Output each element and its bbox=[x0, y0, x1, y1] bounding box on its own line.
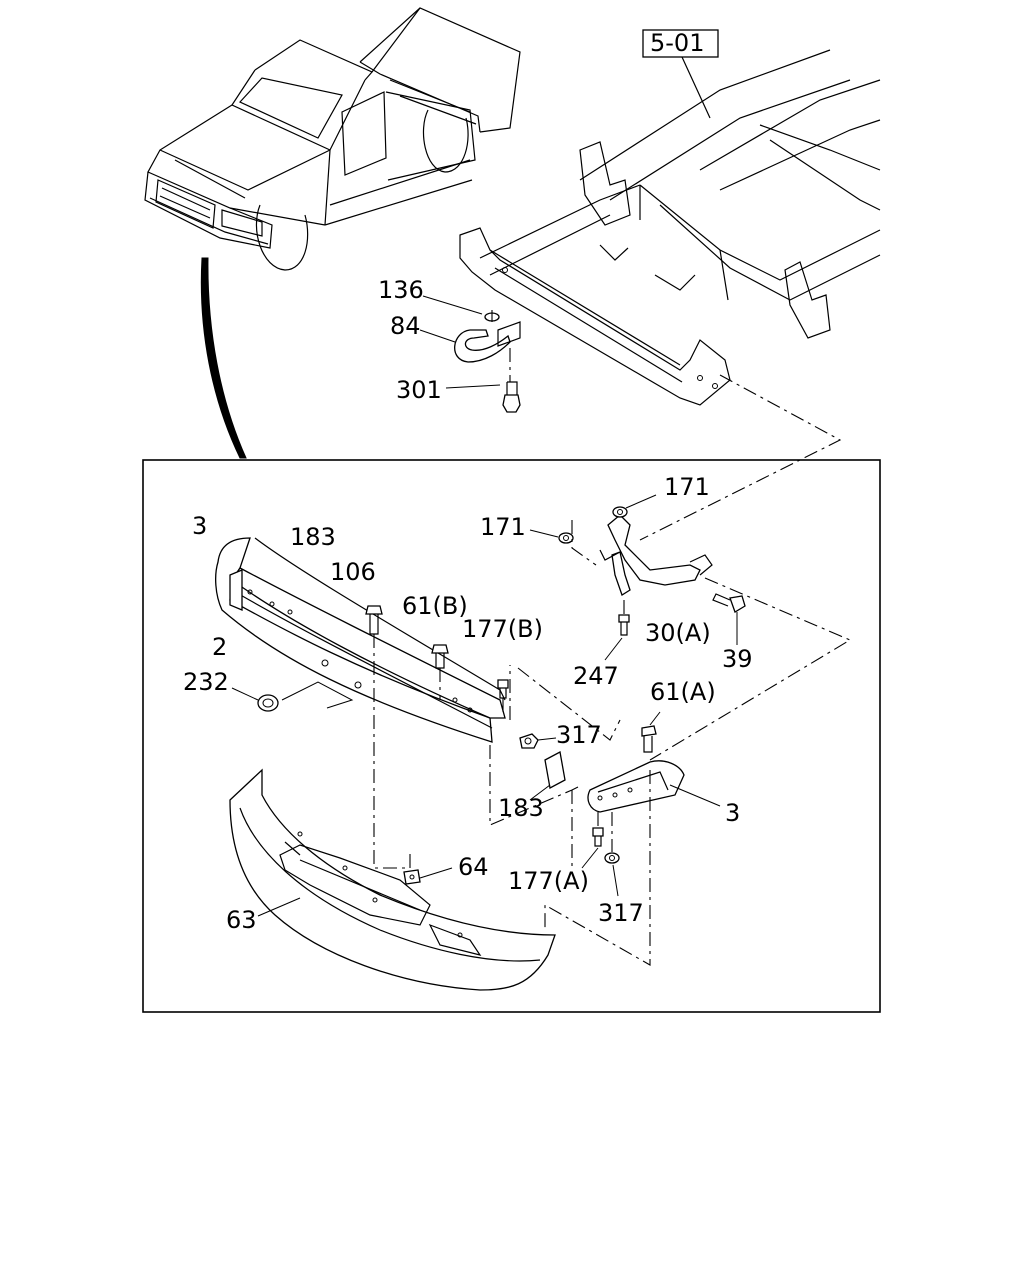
label-317-upper: 317 bbox=[556, 721, 602, 749]
front-bumper-fascia bbox=[229, 768, 556, 991]
label-30a: 30(A) bbox=[645, 619, 711, 647]
label-317-lower: 317 bbox=[598, 899, 644, 927]
label-61b: 61(B) bbox=[402, 592, 468, 620]
nut-171-left-icon bbox=[558, 532, 574, 544]
chassis-frame bbox=[459, 49, 881, 406]
label-247: 247 bbox=[573, 662, 619, 690]
screw-177a-icon bbox=[592, 827, 604, 847]
tow-hook-assembly bbox=[454, 310, 521, 413]
section-reference-text: 5-01 bbox=[650, 29, 704, 57]
label-61a: 61(A) bbox=[650, 678, 716, 706]
label-177b: 177(B) bbox=[462, 615, 543, 643]
detail-box bbox=[142, 459, 881, 1013]
bolt-61a-icon bbox=[641, 725, 657, 753]
label-3-right: 3 bbox=[725, 799, 740, 827]
label-183-lower: 183 bbox=[498, 794, 544, 822]
label-183-upper: 183 bbox=[290, 523, 336, 551]
bumper-reinforcement-bar bbox=[215, 537, 506, 743]
bracket-183-left-icon bbox=[229, 569, 243, 611]
bracket-183-right-icon bbox=[544, 751, 566, 789]
bracket-30a-icon bbox=[599, 514, 713, 596]
callout-labels: 136 84 301 171 171 3 183 106 61(B) 177(B… bbox=[183, 276, 753, 934]
nut-171-upper-icon bbox=[612, 506, 628, 518]
label-64: 64 bbox=[458, 853, 489, 881]
label-136: 136 bbox=[378, 276, 424, 304]
label-177a: 177(A) bbox=[508, 867, 589, 895]
bolt-301-icon bbox=[502, 394, 521, 413]
label-171-upper: 171 bbox=[664, 473, 710, 501]
tow-hook-84-icon bbox=[454, 329, 511, 363]
label-171-left: 171 bbox=[480, 513, 526, 541]
label-84: 84 bbox=[390, 312, 421, 340]
nut-317-lower-icon bbox=[604, 852, 620, 864]
label-301: 301 bbox=[396, 376, 442, 404]
bolt-106-icon bbox=[365, 605, 383, 635]
grommet-232-icon bbox=[257, 694, 279, 712]
label-232: 232 bbox=[183, 668, 229, 696]
bolt-61b-icon bbox=[431, 644, 449, 669]
callout-leader bbox=[200, 257, 247, 459]
section-reference-badge[interactable]: 5-01 bbox=[642, 29, 719, 58]
label-63: 63 bbox=[226, 906, 257, 934]
screw-247-icon bbox=[618, 614, 630, 636]
label-3-left: 3 bbox=[192, 512, 207, 540]
pickup-truck-illustration bbox=[144, 7, 521, 271]
label-39: 39 bbox=[722, 645, 753, 673]
bolt-39-icon bbox=[712, 593, 746, 613]
nut-317-upper-icon bbox=[519, 733, 539, 749]
bumper-end-cap-right-icon bbox=[587, 760, 685, 813]
clip-64-icon bbox=[403, 869, 421, 885]
label-106: 106 bbox=[330, 558, 376, 586]
label-2: 2 bbox=[212, 633, 227, 661]
